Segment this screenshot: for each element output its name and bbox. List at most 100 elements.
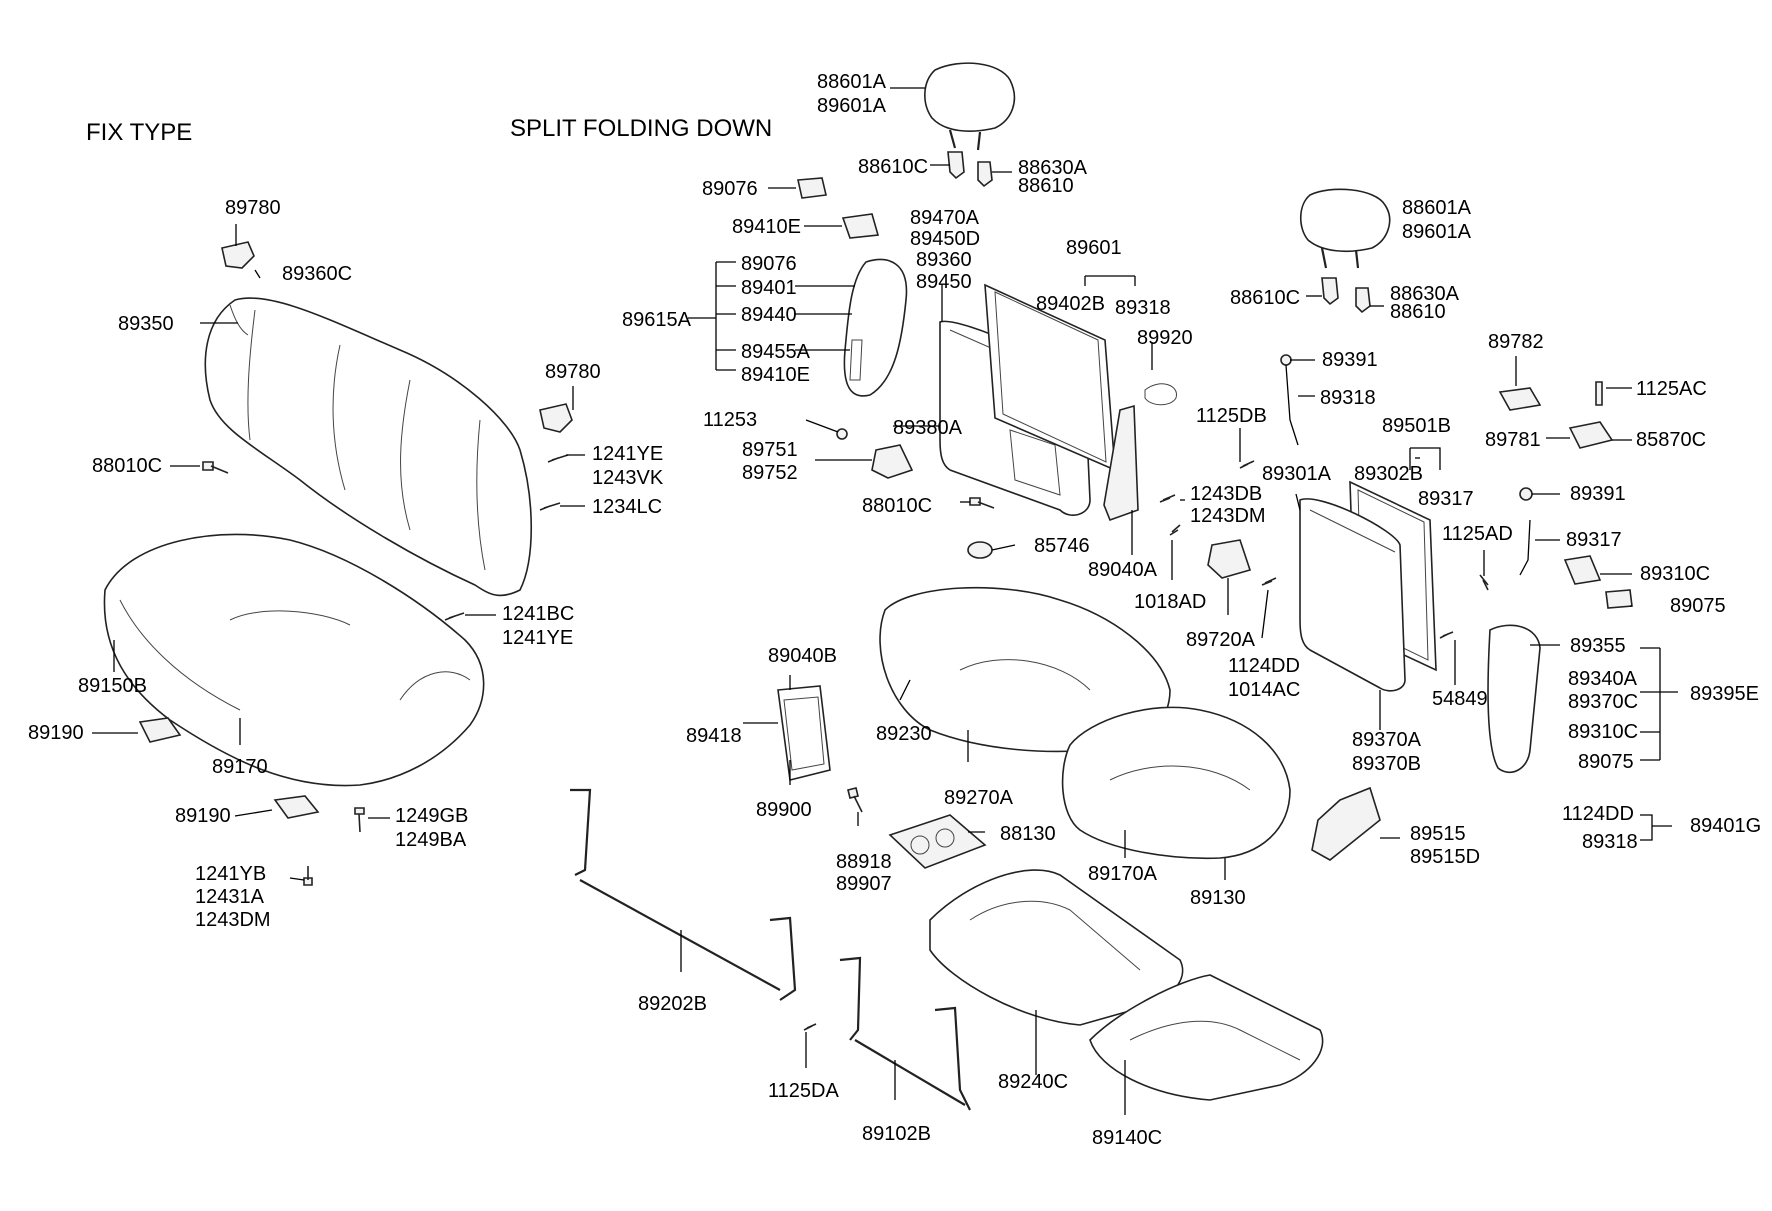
- label-89318-b: 89318: [1320, 387, 1376, 409]
- cover-89310C: [1563, 555, 1602, 585]
- fix-seat-back: [204, 297, 532, 597]
- clip-89782: [1498, 387, 1542, 411]
- label-1241YE-b: 1241YE: [502, 627, 573, 649]
- label-1124DD-a: 1124DD: [1228, 655, 1300, 677]
- plate-88130: [888, 814, 987, 869]
- label-89380A: 89380A: [893, 417, 963, 439]
- label-1243DM-b: 1243DM: [1190, 505, 1266, 527]
- label-89040B: 89040B: [768, 645, 837, 667]
- label-88130: 88130: [1000, 823, 1056, 845]
- label-89450: 89450: [916, 271, 972, 293]
- screw-1125DB: [1239, 460, 1255, 469]
- headrest-left: [924, 62, 1016, 151]
- label-89318-c: 89318: [1582, 831, 1638, 853]
- label-89150B: 89150B: [78, 675, 147, 697]
- label-89170A: 89170A: [1088, 863, 1158, 885]
- label-1249BA: 1249BA: [395, 829, 467, 851]
- label-88918: 88918: [836, 851, 892, 873]
- seat-cushion-89170A: [1061, 706, 1291, 860]
- part-labels: 89780 89360C 89350 89780 1241YE 1243VK 1…: [28, 71, 1761, 1149]
- label-89202B: 89202B: [638, 993, 707, 1015]
- lever-89317: [1519, 519, 1531, 576]
- label-89040A: 89040A: [1088, 559, 1158, 581]
- pan-89140C: [1089, 974, 1324, 1101]
- label-89401: 89401: [741, 277, 797, 299]
- clip-85870C: [1568, 421, 1614, 449]
- screw-1243DB: [1159, 494, 1176, 503]
- label-89370C: 89370C: [1568, 691, 1638, 713]
- label-89370B: 89370B: [1352, 753, 1421, 775]
- label-89076-a: 89076: [702, 178, 758, 200]
- cap-85746: [967, 541, 993, 559]
- label-1125DA: 1125DA: [768, 1080, 839, 1102]
- label-89230: 89230: [876, 723, 932, 745]
- label-1018AD: 1018AD: [1134, 591, 1206, 613]
- guide-88610C-right: [1321, 277, 1339, 306]
- ring-89920: [1144, 383, 1177, 406]
- label-89075-b: 89075: [1578, 751, 1634, 773]
- label-89752: 89752: [742, 462, 798, 484]
- screw-1125DA: [803, 1023, 817, 1031]
- screw-1018AD: [1169, 524, 1181, 536]
- label-89900: 89900: [756, 799, 812, 821]
- label-88610-b: 88610: [1390, 301, 1446, 323]
- label-89410E-a: 89410E: [732, 216, 801, 238]
- label-89751: 89751: [742, 439, 798, 461]
- guide-88630A-left: [977, 161, 993, 188]
- bolt-88918: [847, 787, 863, 813]
- frame-89102B: [839, 956, 971, 1111]
- label-88630A-a: 88630A: [1018, 157, 1088, 179]
- label-89470A: 89470A: [910, 207, 980, 229]
- label-1243DB: 1243DB: [1190, 483, 1262, 505]
- label-89601: 89601: [1066, 237, 1122, 259]
- fix-seat-cushion: [103, 533, 485, 787]
- fix-screw-1241BC: [444, 612, 465, 621]
- heading-split-folding-down: SPLIT FOLDING DOWN: [510, 115, 772, 142]
- label-89781: 89781: [1485, 429, 1541, 451]
- headrest-right: [1299, 188, 1391, 269]
- label-89317-a: 89317: [1418, 488, 1474, 510]
- bracket-89410E-top: [841, 213, 880, 239]
- fix-screw-1234LC: [539, 502, 561, 511]
- label-89140C: 89140C: [1092, 1127, 1162, 1149]
- label-11253: 11253: [703, 409, 757, 431]
- label-89501B: 89501B: [1382, 415, 1451, 437]
- label-89450D: 89450D: [910, 228, 980, 250]
- label-89440: 89440: [741, 304, 797, 326]
- label-88010C-a: 88010C: [92, 455, 162, 477]
- cap-89075: [1605, 589, 1633, 609]
- label-89515: 89515: [1410, 823, 1466, 845]
- label-1241YE-a: 1241YE: [592, 443, 663, 465]
- label-89410E-b: 89410E: [741, 364, 810, 386]
- fix-hinge-right: [539, 403, 573, 433]
- label-89130: 89130: [1190, 887, 1246, 909]
- screw-54849: [1439, 631, 1454, 639]
- label-89601A-a: 89601A: [817, 95, 887, 117]
- screw-1125AD: [1479, 574, 1489, 591]
- heading-fix-type: FIX TYPE: [86, 119, 192, 146]
- label-88610-a: 88610: [1018, 175, 1074, 197]
- label-54849: 54849: [1432, 688, 1488, 710]
- label-12431A: 12431A: [195, 886, 265, 908]
- frame-89202B: [570, 788, 797, 1001]
- label-89782: 89782: [1488, 331, 1544, 353]
- label-88601A-a: 88601A: [817, 71, 887, 93]
- fix-screw-1241YB: [303, 866, 313, 886]
- label-89350: 89350: [118, 313, 174, 335]
- armrest-89395E: [1487, 624, 1541, 774]
- label-1249GB: 1249GB: [395, 805, 468, 827]
- label-89190-a: 89190: [28, 722, 84, 744]
- label-1243DM-a: 1243DM: [195, 909, 271, 931]
- label-89102B: 89102B: [862, 1123, 931, 1145]
- label-89301A: 89301A: [1262, 463, 1332, 485]
- label-89355: 89355: [1570, 635, 1626, 657]
- label-89190-b: 89190: [175, 805, 231, 827]
- fix-hinge-top: [221, 241, 255, 269]
- label-89615A: 89615A: [622, 309, 692, 331]
- fix-screw-1249GB: [354, 807, 365, 833]
- knob-89391-right: [1519, 487, 1533, 501]
- label-89418: 89418: [686, 725, 742, 747]
- label-89310C-a: 89310C: [1640, 563, 1710, 585]
- label-1125AD: 1125AD: [1442, 523, 1513, 545]
- fix-bolt-88010C: [202, 461, 229, 474]
